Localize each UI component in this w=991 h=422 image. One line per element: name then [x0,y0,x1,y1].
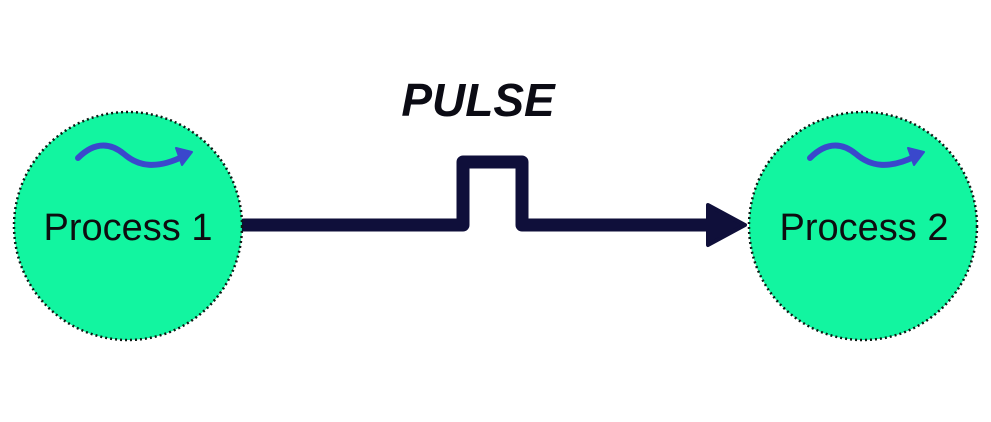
pulse-edge [237,155,747,247]
process-1-label: Process 1 [44,207,213,249]
arrowhead-icon [706,203,747,247]
diagram-title: PULSE [401,74,556,126]
wave-arrow-icon [75,142,193,168]
process-1-node: Process 1 [12,110,244,342]
process-1-circle [12,110,244,342]
pulse-signal-line [237,155,725,232]
process-2-node: Process 2 [747,110,979,342]
process-2-label: Process 2 [780,207,949,249]
process-2-circle [747,110,979,342]
wave-arrow-icon [807,142,925,168]
